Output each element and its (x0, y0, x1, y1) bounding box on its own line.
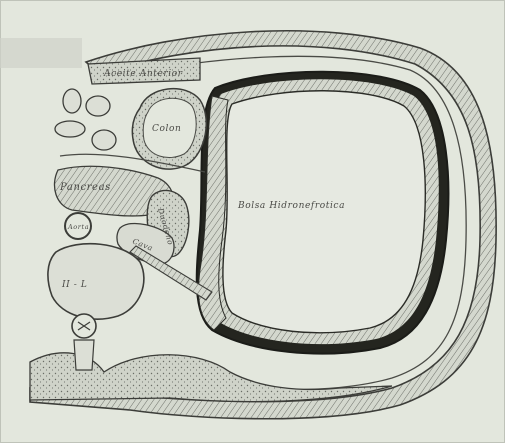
label-hydronephrotic-sac: Bolsa Hidronefrotica (237, 201, 345, 211)
label-anterior-wall: Aceite Anterior (103, 69, 183, 79)
label-colon: Colon (152, 124, 181, 134)
label-aorta: Aorta (67, 223, 89, 231)
hydronephrotic-sac-cavity (223, 91, 425, 333)
bowel-loop-1 (63, 89, 81, 113)
label-vertebra: II - L (61, 280, 87, 290)
bowel-loop-3 (55, 121, 85, 137)
bowel-loop-4 (92, 130, 116, 150)
spinous-process (74, 340, 94, 370)
bowel-loop-2 (86, 96, 110, 116)
worn-corner-patch (0, 38, 82, 68)
label-pancreas: Pancreas (59, 182, 111, 193)
